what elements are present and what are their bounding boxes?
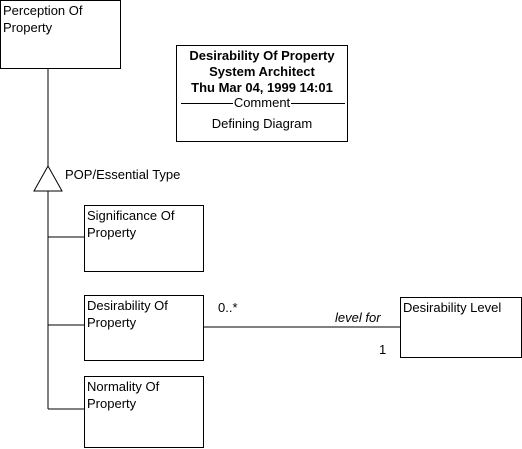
association-role: level for — [335, 310, 381, 325]
multiplicity-source: 0..* — [218, 300, 238, 315]
note-comment-label: Comment — [233, 95, 291, 110]
note-comment: Defining Diagram — [211, 116, 313, 131]
class-desirability-of-property[interactable]: Desirability Of Property — [84, 295, 204, 361]
note-author: System Architect — [209, 64, 315, 79]
generalization-label: POP/Essential Type — [65, 167, 181, 182]
diagram-note[interactable]: Desirability Of Property System Architec… — [176, 45, 348, 142]
divider — [291, 103, 345, 104]
class-significance-of-property[interactable]: Significance Of Property — [84, 205, 204, 272]
class-normality-of-property[interactable]: Normality Of Property — [84, 376, 204, 448]
class-perception-of-property[interactable]: Perception Of Property — [0, 0, 121, 69]
class-name: Desirability Of Property — [87, 298, 168, 330]
generalization-triangle — [33, 164, 63, 192]
note-comment-row: Comment — [177, 96, 347, 110]
class-name: Normality Of Property — [87, 379, 160, 411]
note-date: Thu Mar 04, 1999 14:01 — [191, 80, 333, 95]
class-name: Significance Of Property — [87, 208, 175, 240]
multiplicity-target: 1 — [379, 342, 387, 357]
divider — [181, 103, 233, 104]
class-desirability-level[interactable]: Desirability Level — [400, 297, 522, 358]
note-title: Desirability Of Property — [189, 48, 335, 63]
class-name: Desirability Level — [403, 300, 502, 315]
class-name: Perception Of Property — [3, 3, 83, 35]
